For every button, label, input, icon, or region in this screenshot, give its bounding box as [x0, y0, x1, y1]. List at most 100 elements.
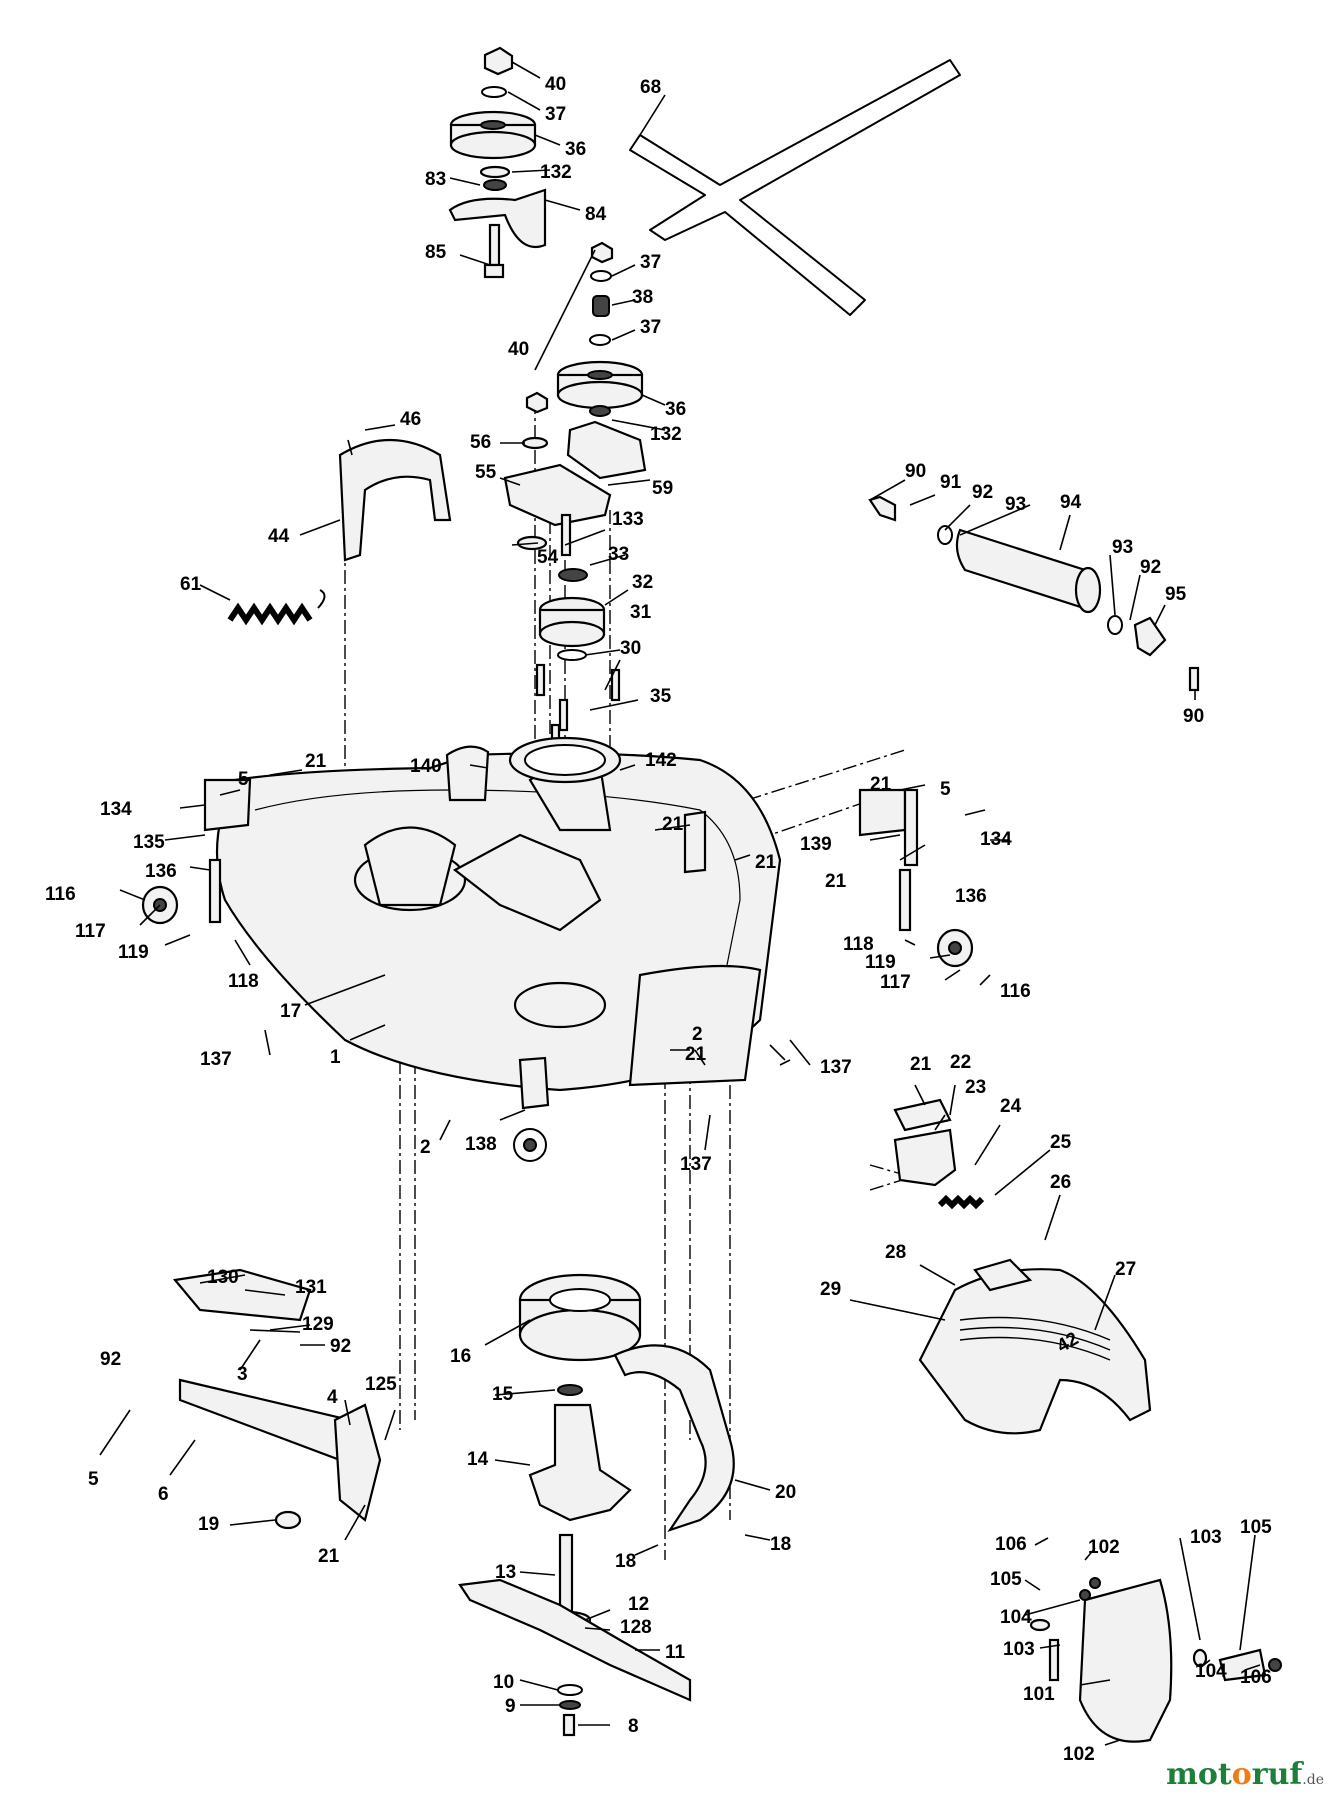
- callout-106: 106: [995, 1534, 1027, 1555]
- callout-22: 22: [950, 1052, 971, 1073]
- discharge-bracket: [893, 1098, 985, 1210]
- idler-spring: [227, 589, 326, 626]
- callout-9: 9: [505, 1696, 516, 1717]
- callout-90: 90: [1183, 706, 1204, 727]
- callout-140: 140: [410, 756, 442, 777]
- watermark-part-3: ruf: [1251, 1757, 1303, 1792]
- callout-3: 3: [237, 1364, 248, 1385]
- discharge-chute: 42: [918, 1258, 1152, 1435]
- callout-28: 28: [885, 1242, 906, 1263]
- callout-15: 15: [492, 1384, 514, 1405]
- callout-92: 92: [972, 482, 993, 503]
- callout-102: 102: [1063, 1744, 1095, 1765]
- callout-17: 17: [280, 1001, 301, 1022]
- callout-30: 30: [620, 638, 641, 659]
- callout-20: 20: [775, 1482, 796, 1503]
- callout-59: 59: [652, 478, 673, 499]
- callout-37: 37: [640, 317, 661, 338]
- callout-117: 117: [880, 972, 911, 993]
- callout-21: 21: [910, 1054, 932, 1075]
- callout-116: 116: [1000, 981, 1031, 1002]
- callout-24: 24: [1000, 1096, 1022, 1117]
- callout-128: 128: [620, 1617, 652, 1638]
- callout-137: 137: [200, 1049, 232, 1070]
- callout-13: 13: [495, 1562, 516, 1583]
- callout-40: 40: [508, 339, 529, 360]
- belt-guard-cover: [338, 439, 452, 562]
- callout-25: 25: [1050, 1132, 1072, 1153]
- drive-belt: [629, 59, 961, 316]
- callout-92: 92: [330, 1336, 351, 1357]
- callout-134: 134: [980, 829, 1012, 850]
- callout-132: 132: [650, 424, 682, 445]
- callout-54: 54: [537, 547, 559, 568]
- callout-91: 91: [940, 472, 962, 493]
- callout-137: 137: [820, 1057, 852, 1078]
- callout-137: 137: [680, 1154, 712, 1175]
- callout-5: 5: [940, 779, 951, 800]
- callout-5: 5: [88, 1469, 99, 1490]
- callout-23: 23: [965, 1077, 986, 1098]
- upper-idler-pulley-assembly: [448, 46, 547, 279]
- mower-deck-housing: [141, 736, 974, 1162]
- callout-31: 31: [630, 602, 652, 623]
- callout-labels: 40 37 36 132 83 84 85 68 37 38 37 40 36 …: [45, 74, 1272, 1765]
- callout-130: 130: [207, 1267, 239, 1288]
- callout-118: 118: [228, 971, 259, 992]
- callout-19: 19: [198, 1514, 219, 1535]
- callout-105: 105: [990, 1569, 1022, 1590]
- callout-134: 134: [100, 799, 132, 820]
- site-watermark: motoruf.de: [1166, 1757, 1324, 1792]
- callout-32: 32: [632, 572, 653, 593]
- callout-106: 106: [1240, 1667, 1272, 1688]
- callout-131: 131: [295, 1277, 327, 1298]
- callout-21: 21: [825, 871, 847, 892]
- callout-101: 101: [1023, 1684, 1055, 1705]
- callout-2: 2: [420, 1137, 431, 1158]
- callout-85: 85: [425, 242, 447, 263]
- callout-84: 84: [585, 204, 607, 225]
- callout-21: 21: [755, 852, 777, 873]
- callout-leader-lines: [99, 61, 1261, 1746]
- spindle-assembly: [518, 1273, 642, 1630]
- callout-142: 142: [645, 750, 677, 771]
- callout-92: 92: [1140, 557, 1161, 578]
- callout-4: 4: [327, 1387, 338, 1408]
- callout-129: 129: [302, 1314, 334, 1335]
- callout-119: 119: [865, 952, 896, 973]
- callout-33: 33: [608, 544, 629, 565]
- callout-11: 11: [665, 1642, 686, 1663]
- callout-1: 1: [330, 1047, 341, 1068]
- callout-104: 104: [1000, 1607, 1032, 1628]
- watermark-part-2: o: [1231, 1757, 1252, 1792]
- callout-29: 29: [820, 1279, 841, 1300]
- callout-5: 5: [238, 769, 249, 790]
- callout-135: 135: [133, 832, 165, 853]
- callout-12: 12: [628, 1594, 649, 1615]
- callout-103: 103: [1003, 1639, 1035, 1660]
- callout-27: 27: [1115, 1259, 1136, 1280]
- callout-125: 125: [365, 1374, 397, 1395]
- callout-21: 21: [870, 774, 892, 795]
- callout-21: 21: [318, 1546, 340, 1567]
- callout-2: 2: [692, 1024, 703, 1045]
- callout-117: 117: [75, 921, 106, 942]
- callout-44: 44: [268, 526, 290, 547]
- callout-133: 133: [612, 509, 644, 530]
- callout-92: 92: [100, 1349, 121, 1370]
- mower-blade: [458, 1578, 692, 1737]
- callout-21: 21: [662, 814, 684, 835]
- watermark-tld: .de: [1302, 1772, 1324, 1788]
- callout-93: 93: [1112, 537, 1133, 558]
- callout-14: 14: [467, 1449, 489, 1470]
- callout-36: 36: [665, 399, 686, 420]
- callout-36: 36: [565, 139, 586, 160]
- watermark-part-1: mot: [1166, 1757, 1232, 1792]
- lift-arm-assembly: [172, 1268, 382, 1530]
- mulching-cover: [1029, 1577, 1282, 1743]
- callout-18: 18: [615, 1551, 636, 1572]
- callout-138: 138: [465, 1134, 497, 1155]
- callout-10: 10: [493, 1672, 514, 1693]
- callout-37: 37: [640, 252, 661, 273]
